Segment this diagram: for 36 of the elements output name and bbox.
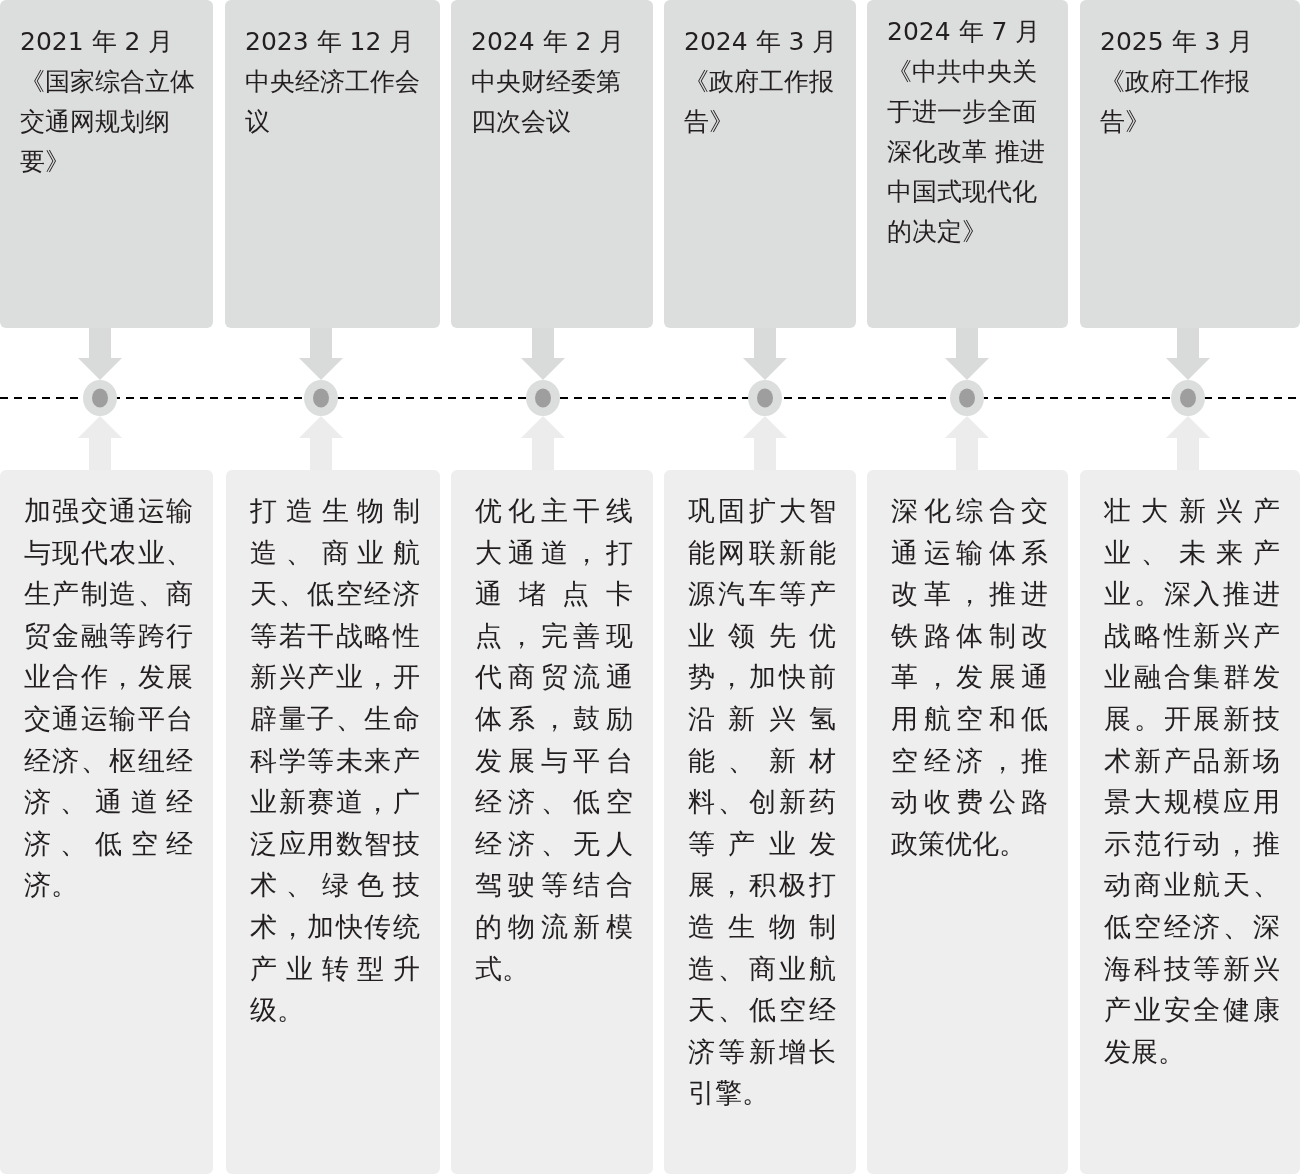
date-label: 2024 年 3 月 — [684, 26, 839, 58]
milestone-card — [867, 0, 1068, 328]
arrow — [743, 416, 787, 470]
arrow — [521, 328, 565, 380]
arrow — [945, 416, 989, 470]
milestone-card — [664, 0, 856, 328]
date-label: 2021 年 2 月 — [20, 26, 175, 58]
arrow — [78, 416, 122, 470]
arrow — [1166, 328, 1210, 380]
milestone-card — [1080, 0, 1300, 328]
description-text: 加强交通运输与现代农业、生产制造、商贸金融等跨行业合作，发展交通运输平台经济、枢纽经济、通道经济、低空经济。 — [24, 494, 193, 903]
arrow — [78, 328, 122, 380]
date-label: 2024 年 7 月 — [887, 16, 1042, 48]
arrow — [945, 328, 989, 380]
description-text: 深化综合交通运输体系改革，推进铁路体制改革，发展通用航空和低空经济，推动收费公路政策优化。 — [891, 494, 1048, 861]
document-title: 《政府工作报告》 — [684, 66, 835, 138]
date-label: 2025 年 3 月 — [1100, 26, 1255, 58]
document-title: 《中共中央关于进一步全面深化改革 推进中国式现代化的决定》 — [887, 56, 1046, 248]
arrow — [299, 328, 343, 380]
document-title: 《政府工作报告》 — [1100, 66, 1251, 138]
description-text: 壮大新兴产业、未来产业。深入推进战略性新兴产业融合集群发展。开展新技术新产品新场景大规模应用示范行动，推动商业航天、低空经济、深海科技等新兴产业安全健康发展。 — [1104, 494, 1280, 1069]
milestone-card — [225, 0, 440, 328]
description-text: 巩固扩大智能网联新能源汽车等产业领先优势，加快前沿新兴氢能、新材料、创新药等产业发展，积极打造生物制造、商业航天、低空经济等新增长引擎。 — [688, 494, 836, 1111]
milestone-card — [451, 0, 653, 328]
description-text: 优化主干线大通道，打通堵点卡点，完善现代商贸流通体系，鼓励发展与平台经济、低空经济、无人驾驶等结合的物流新模式。 — [475, 494, 633, 986]
document-title: 中央经济工作会议 — [245, 66, 421, 138]
document-title: 中央财经委第四次会议 — [471, 66, 622, 138]
date-label: 2023 年 12 月 — [245, 26, 416, 58]
arrow — [743, 328, 787, 380]
arrow — [521, 416, 565, 470]
arrow — [1166, 416, 1210, 470]
milestone-card — [0, 0, 213, 328]
document-title: 《国家综合立体交通网规划纲要》 — [20, 66, 196, 178]
arrow — [299, 416, 343, 470]
date-label: 2024 年 2 月 — [471, 26, 626, 58]
description-text: 打造生物制造、商业航天、低空经济等若干战略性新兴产业，开辟量子、生命科学等未来产业新赛道，广泛应用数智技术、绿色技术，加快传统产业转型升级。 — [250, 494, 420, 1028]
